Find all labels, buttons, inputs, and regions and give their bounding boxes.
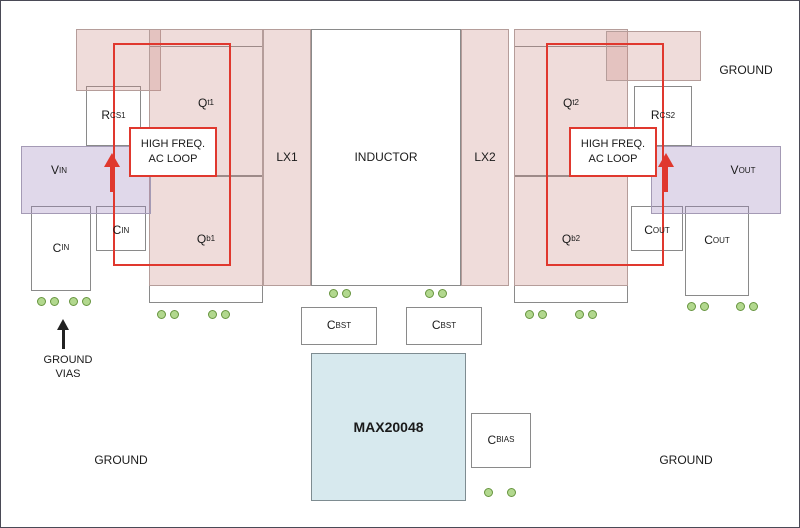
cin-outer-box <box>31 206 91 291</box>
ground-label-bottom-left: GROUND <box>94 453 148 468</box>
high-freq-label-line2: AC LOOP <box>148 153 198 165</box>
high-freq-label-line2: AC LOOP <box>588 153 638 165</box>
via <box>687 302 696 311</box>
via <box>749 302 758 311</box>
copper-pour-top-left <box>76 29 161 91</box>
via <box>538 310 547 319</box>
via <box>69 297 78 306</box>
copper-pour-lx1 <box>263 29 311 286</box>
via <box>329 289 338 298</box>
high-freq-ac-loop-label-right: HIGH FREQ. AC LOOP <box>569 127 657 177</box>
copper-pour-lx2 <box>461 29 509 286</box>
via <box>507 488 516 497</box>
via <box>525 310 534 319</box>
high-freq-ac-loop-label-left: HIGH FREQ. AC LOOP <box>129 127 217 177</box>
copper-pour-top-right <box>606 31 701 81</box>
via <box>588 310 597 319</box>
via <box>342 289 351 298</box>
via <box>484 488 493 497</box>
ground-label-top-right: GROUND <box>719 63 773 78</box>
via <box>736 302 745 311</box>
ground-label-bottom-right: GROUND <box>659 453 713 468</box>
cbst-right-box <box>406 307 482 345</box>
via <box>221 310 230 319</box>
via <box>82 297 91 306</box>
via <box>208 310 217 319</box>
via <box>170 310 179 319</box>
inductor-box <box>311 29 461 286</box>
ground-vias-label: GROUND VIAS <box>43 353 93 380</box>
ac-loop-arrow-right-icon <box>658 153 674 167</box>
via <box>425 289 434 298</box>
ground-vias-arrow-stem <box>62 329 65 349</box>
via <box>438 289 447 298</box>
qb1-box <box>149 176 263 303</box>
via <box>37 297 46 306</box>
cbias-box <box>471 413 531 468</box>
cout-outer-box <box>685 206 749 296</box>
max20048-ic-box <box>311 353 466 501</box>
via <box>157 310 166 319</box>
via <box>700 302 709 311</box>
high-freq-label-line1: HIGH FREQ. <box>140 138 206 151</box>
via <box>50 297 59 306</box>
ac-loop-arrow-right-stem <box>664 166 668 192</box>
cbst-left-box <box>301 307 377 345</box>
via <box>575 310 584 319</box>
ac-loop-arrow-left-stem <box>110 166 114 192</box>
ac-loop-arrow-left-icon <box>104 153 120 167</box>
high-freq-label-line1: HIGH FREQ. <box>580 138 646 151</box>
ground-vias-arrow-icon <box>57 319 69 330</box>
